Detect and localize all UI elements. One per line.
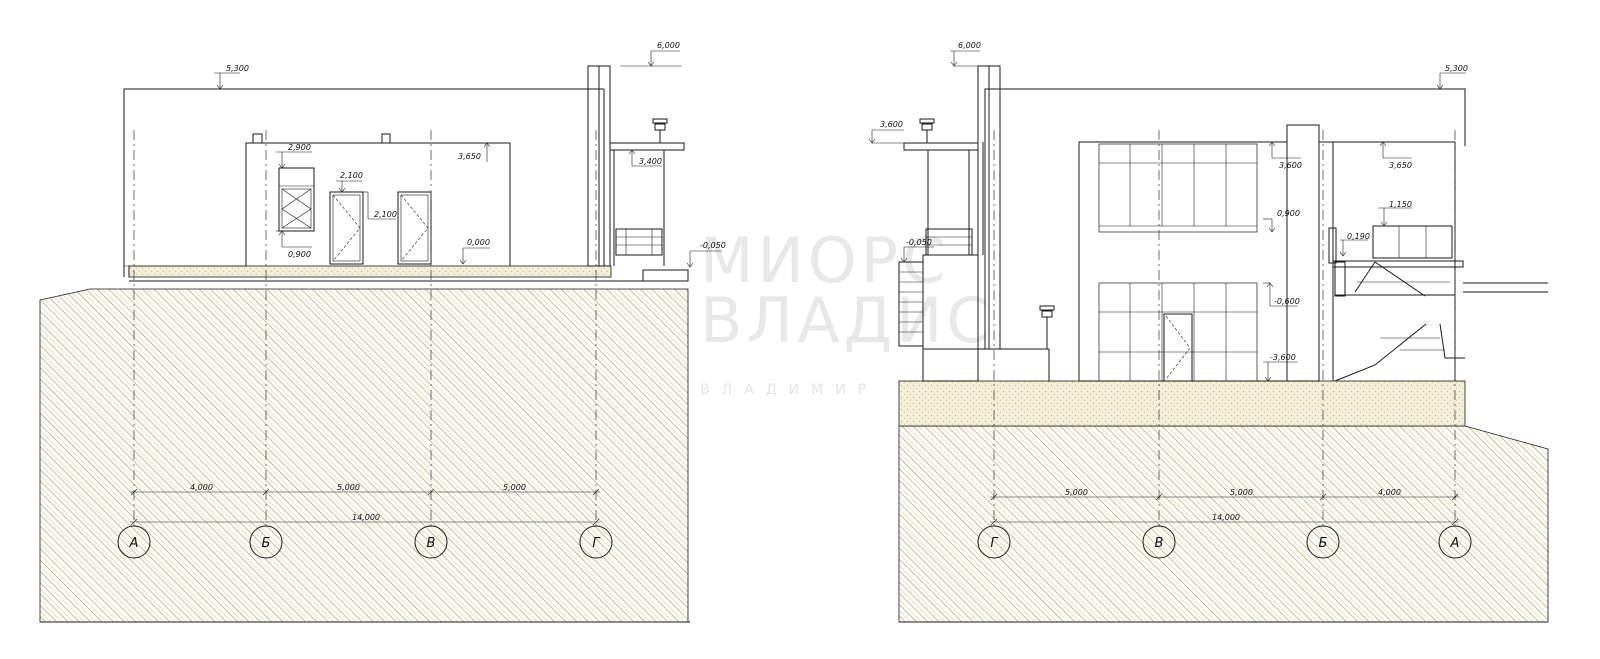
right-level-stair: 0,190 bbox=[1347, 232, 1370, 241]
right-side-steps bbox=[898, 261, 924, 347]
left-level-door-top-1: 2,100 bbox=[340, 171, 363, 180]
left-elevation: 4,000 5,000 5,000 14,000 А Б В Г bbox=[39, 41, 726, 623]
right-level-lower-sill: -0,600 bbox=[1274, 297, 1300, 306]
right-level-window-sill: 0,900 bbox=[1277, 209, 1300, 218]
right-lamp-post bbox=[1039, 305, 1055, 349]
right-soil-hatch bbox=[898, 425, 1549, 623]
left-level-roof: 5,300 bbox=[226, 64, 249, 73]
right-staircase bbox=[1334, 261, 1465, 382]
right-lamp-canopy bbox=[919, 118, 935, 143]
left-floor-slab bbox=[128, 265, 612, 278]
left-door-2 bbox=[397, 191, 432, 265]
right-elevation: 5,000 5,000 4,000 14,000 Г В Б А bbox=[868, 41, 1549, 623]
left-dim-bay-2: 5,000 bbox=[337, 483, 360, 492]
right-level-lower-floor: -3,600 bbox=[1270, 353, 1296, 362]
left-level-ground: -0,050 bbox=[700, 241, 726, 250]
right-lower-window bbox=[1098, 282, 1258, 382]
svg-text:А: А bbox=[1450, 536, 1460, 551]
right-dim-bay-2: 5,000 bbox=[1230, 488, 1253, 497]
watermark-line-1: МИОРС bbox=[700, 224, 949, 297]
left-axis-bubble-g: Г bbox=[579, 525, 613, 559]
right-level-wall-top: 3,650 bbox=[1389, 161, 1412, 170]
right-dim-bay-1: 5,000 bbox=[1065, 488, 1088, 497]
left-level-window-sill: 0,900 bbox=[288, 250, 311, 259]
watermark-line-3: ВЛАДИМИР bbox=[700, 382, 878, 398]
right-axis-bubble-g: Г bbox=[977, 525, 1011, 559]
left-level-window-top: 2,900 bbox=[288, 143, 311, 152]
watermark-line-2: ВЛАДИС bbox=[700, 284, 994, 357]
left-dim-total: 14,000 bbox=[352, 513, 380, 522]
right-level-top-parapet: 6,000 bbox=[958, 41, 981, 50]
right-level-canopy: 3,600 bbox=[880, 120, 903, 129]
left-level-floor: 0,000 bbox=[467, 238, 490, 247]
svg-text:А: А bbox=[129, 536, 139, 551]
left-dim-bay-3: 5,000 bbox=[503, 483, 526, 492]
left-lamp bbox=[652, 118, 668, 143]
right-level-landing: 1,150 bbox=[1389, 200, 1412, 209]
right-level-roof: 5,300 bbox=[1445, 64, 1468, 73]
left-door-1 bbox=[329, 191, 364, 265]
right-dim-bay-3: 4,000 bbox=[1378, 488, 1401, 497]
watermark: МИОРС ВЛАДИС ВЛАДИМИР bbox=[700, 224, 994, 398]
left-level-marks bbox=[214, 50, 722, 268]
right-gravel-layer bbox=[898, 380, 1466, 427]
left-window bbox=[278, 167, 315, 232]
left-axis-bubble-a: А bbox=[117, 525, 151, 559]
svg-text:В: В bbox=[1155, 536, 1164, 551]
svg-text:В: В bbox=[427, 536, 436, 551]
right-level-window-top: 3,600 bbox=[1279, 161, 1302, 170]
left-level-top-parapet: 6,000 bbox=[657, 41, 680, 50]
svg-text:Б: Б bbox=[262, 536, 271, 551]
svg-text:Б: Б bbox=[1319, 536, 1328, 551]
right-upper-window bbox=[1098, 143, 1258, 233]
right-axis-bubble-a: А bbox=[1438, 525, 1472, 559]
svg-text:Г: Г bbox=[592, 536, 601, 551]
right-axis-bubble-b: Б bbox=[1306, 525, 1340, 559]
left-bench bbox=[615, 228, 663, 256]
right-bench bbox=[925, 228, 973, 256]
left-level-canopy: 3,400 bbox=[639, 157, 662, 166]
left-dim-bay-1: 4,000 bbox=[190, 483, 213, 492]
right-level-marks bbox=[868, 50, 1466, 382]
right-dim-total: 14,000 bbox=[1212, 513, 1240, 522]
left-axis-bubble-v: В bbox=[414, 525, 448, 559]
left-axis-bubble-b: Б bbox=[249, 525, 283, 559]
right-axis-bubble-v: В bbox=[1142, 525, 1176, 559]
left-level-door-top-2: 2,100 bbox=[374, 210, 397, 219]
svg-text:Г: Г bbox=[990, 536, 999, 551]
left-level-wall-top: 3,650 bbox=[458, 152, 481, 161]
right-level-ground: -0,050 bbox=[906, 238, 932, 247]
left-soil-hatch bbox=[39, 288, 689, 623]
